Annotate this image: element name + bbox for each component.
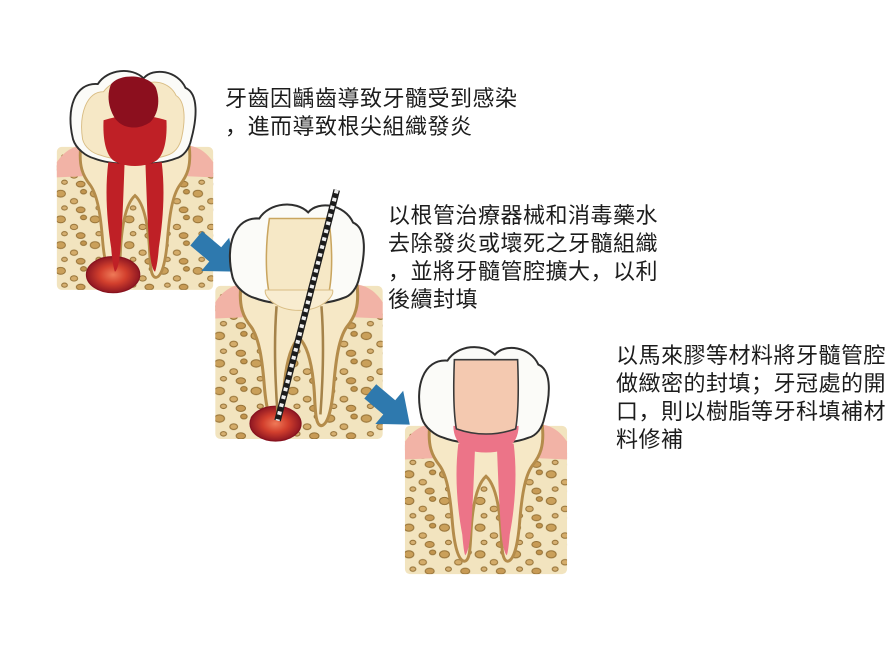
step2-caption: 以根管治療器械和消毒藥水 去除發炎或壞死之牙髓組織 ，並將牙髓管腔擴大，以利 後… xyxy=(388,203,659,312)
arrow-step1-to-step2-icon xyxy=(183,223,247,287)
caries-decay xyxy=(108,76,159,128)
step3-caption: 以馬來膠等材料將牙髓管腔 做緻密的封填；牙冠處的開 口，則以樹脂等牙科填補材 料… xyxy=(616,343,886,452)
crown-restoration-filling xyxy=(453,358,519,435)
filled-tooth-icon xyxy=(404,346,568,575)
illustration-step1-infected-tooth xyxy=(54,52,216,300)
gutta-percha-canal-right xyxy=(496,443,516,556)
infected-canal-right xyxy=(145,162,164,272)
canal-left xyxy=(273,306,279,415)
cleaned-chamber xyxy=(264,289,334,311)
infected-tooth-icon xyxy=(56,70,214,294)
arrow-step2-to-step3-icon xyxy=(357,376,421,440)
root-canal-file-stripes xyxy=(275,189,339,422)
infected-pulp-chamber xyxy=(103,115,167,166)
gutta-percha-canal-left xyxy=(456,443,476,556)
infected-canal-left xyxy=(106,162,125,272)
step1-caption: 牙齒因齲齒導致牙髓受到感染 ，進而導致根尖組織發炎 xyxy=(225,86,518,139)
apical-abscess xyxy=(249,405,302,442)
canal-right xyxy=(319,306,325,415)
illustration-step3-filled-tooth xyxy=(402,332,570,580)
illustration-step2-root-canal-cleaning xyxy=(212,189,386,442)
cleaning-tooth-icon xyxy=(215,189,383,442)
blue-arrow xyxy=(190,231,236,272)
blue-arrow xyxy=(364,384,410,425)
